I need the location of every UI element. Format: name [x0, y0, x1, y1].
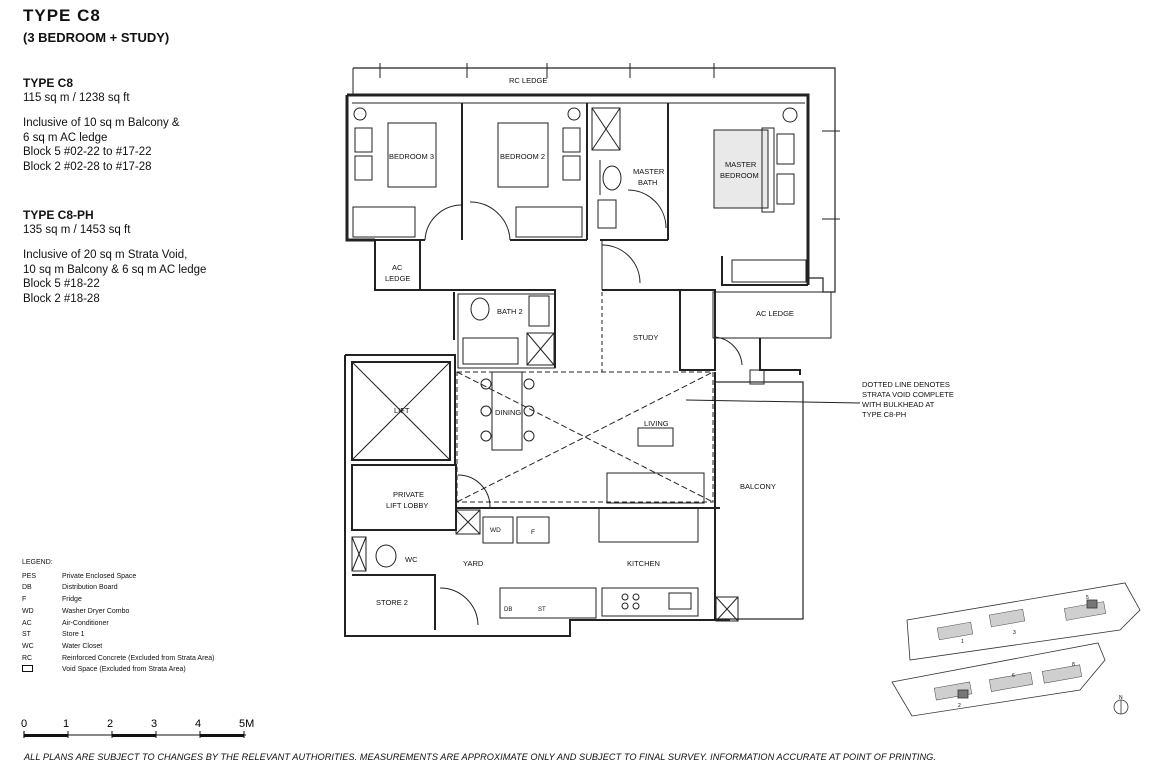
legend-desc: Water Closet	[62, 642, 103, 650]
legend-desc: Private Enclosed Space	[62, 572, 137, 580]
room-master-bath: MASTER	[633, 167, 665, 176]
room-yard: YARD	[463, 559, 484, 568]
room-st: ST	[538, 607, 546, 613]
legend: LEGEND: PES Private Enclosed Space DB Dist…	[22, 557, 215, 676]
annotation-line: TYPE C8-PH	[862, 410, 906, 419]
room-dining: DINING	[495, 408, 521, 417]
legend-abbr: WC	[22, 642, 34, 650]
scale-label: 0	[21, 718, 27, 730]
room-f: F	[531, 529, 535, 536]
annotation-line: DOTTED LINE DENOTES	[862, 380, 950, 389]
page-title: TYPE C8	[23, 6, 101, 25]
unit-c8-area: 115 sq m / 1238 sq ft	[23, 91, 130, 104]
room-living: LIVING	[644, 419, 669, 428]
scale-label: 3	[151, 718, 157, 730]
unit-c8-line: Inclusive of 10 sq m Balcony &	[23, 117, 180, 129]
room-db: DB	[504, 607, 512, 613]
scale-label: 2	[107, 718, 113, 730]
legend-row: PES Private Enclosed Space	[22, 571, 215, 583]
room-rc-ledge: RC LEDGE	[509, 76, 547, 85]
site-plan-key	[891, 582, 1141, 717]
legend-desc: Void Space (Excluded from Strata Area)	[62, 666, 186, 674]
legend-desc: Distribution Board	[62, 584, 118, 592]
unit-c8ph-info: TYPE C8-PH 135 sq m / 1453 sq ft Inclusi…	[23, 208, 323, 306]
legend-row: RC Reinforced Concrete (Excluded from Str…	[22, 653, 215, 665]
unit-c8ph-line: 10 sq m Balcony & 6 sq m AC ledge	[23, 263, 207, 276]
legend-row: ST Store 1	[22, 629, 215, 641]
room-private-lift-lobby: PRIVATE	[393, 490, 424, 499]
unit-c8-title: TYPE C8	[23, 76, 74, 90]
unit-c8ph-line: Block 5 #18-22	[23, 278, 100, 290]
legend-abbr: ST	[22, 631, 31, 639]
room-bedroom-3: BEDROOM 3	[389, 152, 434, 161]
site-block-label: 2	[958, 703, 961, 709]
unit-c8ph-line: Inclusive of 20 sq m Strata Void,	[23, 249, 188, 261]
legend-row: WD Washer Dryer Combo	[22, 606, 215, 618]
room-master-bedroom: BEDROOM	[720, 171, 759, 180]
room-kitchen: KITCHEN	[627, 559, 660, 568]
scale-label: 5M	[239, 718, 254, 730]
legend-desc: Store 1	[62, 631, 85, 639]
site-block-label: 6	[1012, 673, 1015, 679]
legend-row: Void Space (Excluded from Strata Area)	[22, 664, 215, 676]
room-ac-ledge-right: AC LEDGE	[756, 309, 794, 318]
annotation-line: STRATA VOID COMPLETE	[862, 390, 954, 399]
legend-abbr: AC	[22, 619, 32, 627]
room-master-bath: BATH	[638, 178, 657, 187]
unit-c8ph-title: TYPE C8-PH	[23, 208, 94, 222]
legend-abbr: DB	[22, 584, 32, 592]
legend-desc: Washer Dryer Combo	[62, 607, 130, 615]
room-bedroom-2: BEDROOM 2	[500, 152, 545, 161]
legend-heading: LEGEND:	[22, 559, 53, 566]
void-space-icon	[22, 665, 33, 673]
legend-desc: Air-Conditioner	[62, 619, 109, 627]
room-bath-2: BATH 2	[497, 307, 523, 316]
room-balcony: BALCONY	[740, 482, 776, 491]
legend-abbr: PES	[22, 572, 37, 580]
legend-row: WC Water Closet	[22, 641, 215, 653]
room-ac-ledge: AC	[392, 263, 403, 272]
unit-c8ph-line: Block 2 #18-28	[23, 292, 100, 305]
annotation-line: WITH BULKHEAD AT	[862, 400, 935, 409]
unit-c8-line: Block 5 #02-22 to #17-22	[23, 146, 152, 158]
legend-desc: Reinforced Concrete (Excluded from Strat…	[62, 654, 215, 662]
scale-label: 4	[195, 718, 201, 730]
legend-abbr: WD	[22, 607, 34, 615]
page-subtitle: (3 BEDROOM + STUDY)	[23, 30, 170, 45]
room-wc: WC	[405, 555, 418, 564]
room-wd: WD	[490, 527, 501, 534]
legend-row: AC Air-Conditioner	[22, 618, 215, 630]
site-block-label: 1	[961, 639, 964, 645]
site-block-label: 3	[1013, 630, 1016, 636]
unit-c8-line: 6 sq m AC ledge	[23, 131, 108, 144]
unit-c8-info: TYPE C8 115 sq m / 1238 sq ft Inclusive …	[23, 76, 323, 174]
scale-bar: 0 1 2 3 4 5M	[21, 718, 254, 738]
room-study: STUDY	[633, 333, 658, 342]
room-ac-ledge: LEDGE	[385, 274, 410, 283]
legend-desc: Fridge	[62, 596, 82, 604]
legend-abbr: F	[22, 596, 27, 604]
legend-row: DB Distribution Board	[22, 582, 215, 594]
unit-c8ph-area: 135 sq m / 1453 sq ft	[23, 223, 131, 236]
site-block-label: 8	[1072, 662, 1075, 668]
room-master-bedroom: MASTER	[725, 160, 757, 169]
unit-c8-line: Block 2 #02-28 to #17-28	[23, 160, 152, 173]
legend-row: F Fridge	[22, 594, 215, 606]
scale-label: 1	[63, 718, 69, 730]
site-block-label: 5	[1086, 595, 1089, 601]
room-store-2: STORE 2	[376, 598, 408, 607]
north-arrow-icon: N	[1119, 695, 1123, 701]
room-private-lift-lobby: LIFT LOBBY	[386, 501, 428, 510]
legend-abbr: RC	[22, 654, 33, 662]
disclaimer: ALL PLANS ARE SUBJECT TO CHANGES BY THE …	[24, 752, 936, 762]
room-lift: LIFT	[394, 406, 410, 415]
